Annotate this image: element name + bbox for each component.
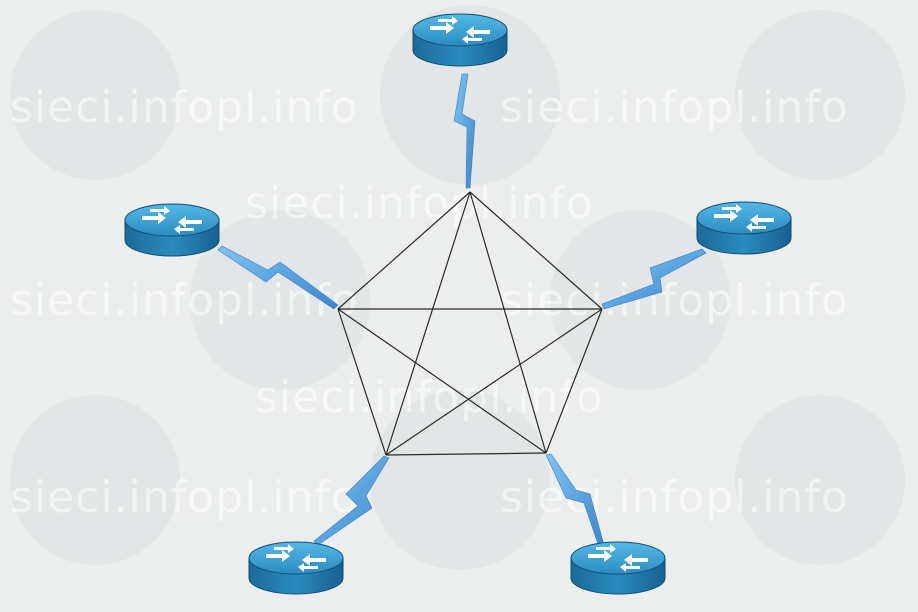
lightning-link-icon [217, 245, 339, 310]
router-icon [696, 201, 792, 255]
mesh-link [337, 308, 547, 454]
mesh-link [385, 452, 547, 456]
router-icon [248, 541, 344, 595]
watermark-text: sieci.infopl.info [10, 82, 359, 133]
mesh-link [337, 191, 471, 310]
lightning-link-icon [601, 248, 707, 310]
watermark-text: sieci.infopl.info [500, 82, 849, 133]
serial-links [217, 73, 707, 548]
mesh-link [469, 191, 603, 310]
router-icon [124, 203, 220, 257]
lightning-link-icon [453, 73, 476, 189]
watermark-text: sieci.infopl.info [500, 275, 849, 326]
mesh-link [385, 191, 471, 456]
mesh-link [337, 308, 387, 456]
mesh-link [545, 308, 603, 454]
watermark-text: sieci.infopl.info [255, 372, 604, 423]
router-icon [570, 541, 666, 595]
watermark-text: sieci.infopl.info [10, 472, 359, 523]
mesh-links [337, 191, 603, 456]
router-icon [412, 13, 508, 67]
mesh-link [385, 308, 603, 456]
watermark-text: sieci.infopl.info [245, 178, 594, 229]
mesh-link [469, 191, 547, 454]
watermark-text: sieci.infopl.info [500, 472, 849, 523]
